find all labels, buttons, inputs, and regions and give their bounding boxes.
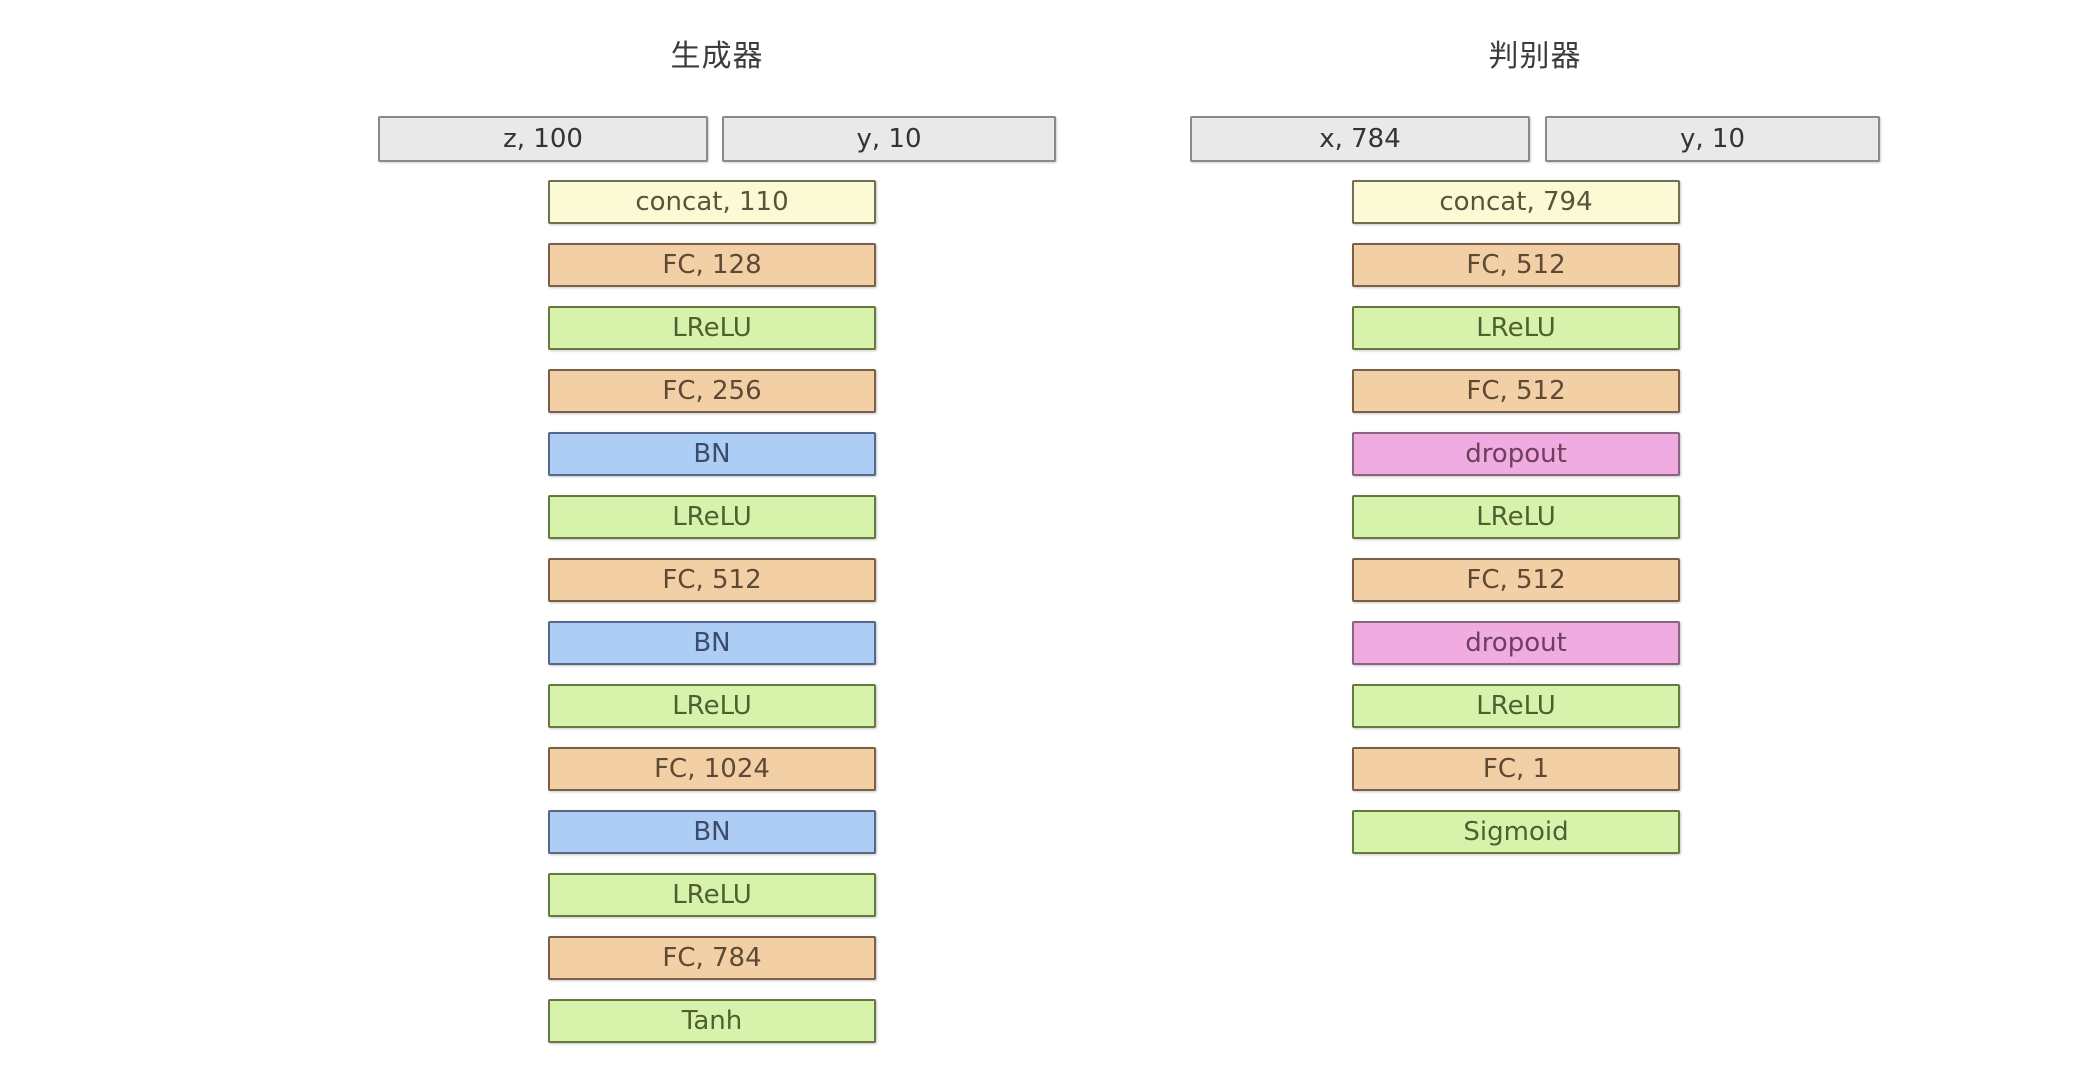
layer-box-act: Tanh [548, 999, 876, 1043]
layer-box-bn: BN [548, 432, 876, 476]
layer-box-bn: BN [548, 621, 876, 665]
generator-input-y: y, 10 [722, 116, 1056, 162]
generator-input-z: z, 100 [378, 116, 708, 162]
layer-box-act: LReLU [548, 873, 876, 917]
layer-box-act: Sigmoid [1352, 810, 1680, 854]
layer-box-act: LReLU [548, 306, 876, 350]
discriminator-title: 判别器 [1488, 39, 1582, 74]
discriminator-input-row: x, 784 y, 10 [1190, 116, 1880, 162]
generator-input-row: z, 100 y, 10 [378, 116, 1056, 162]
generator-title: 生成器 [670, 39, 764, 74]
layer-box-act: LReLU [548, 684, 876, 728]
layer-box-fc: FC, 512 [1352, 369, 1680, 413]
layer-box-dropout: dropout [1352, 621, 1680, 665]
layer-box-concat: concat, 110 [548, 180, 876, 224]
layer-box-concat: concat, 794 [1352, 180, 1680, 224]
layer-box-fc: FC, 512 [1352, 243, 1680, 287]
discriminator-input-y: y, 10 [1545, 116, 1880, 162]
layer-box-dropout: dropout [1352, 432, 1680, 476]
layer-box-fc: FC, 512 [548, 558, 876, 602]
layer-box-fc: FC, 512 [1352, 558, 1680, 602]
layer-box-act: LReLU [1352, 684, 1680, 728]
layer-box-act: LReLU [548, 495, 876, 539]
layer-box-fc: FC, 256 [548, 369, 876, 413]
layer-box-bn: BN [548, 810, 876, 854]
layer-box-fc: FC, 784 [548, 936, 876, 980]
layer-box-act: LReLU [1352, 306, 1680, 350]
layer-box-fc: FC, 128 [548, 243, 876, 287]
layer-box-fc: FC, 1024 [548, 747, 876, 791]
layer-box-act: LReLU [1352, 495, 1680, 539]
layer-box-fc: FC, 1 [1352, 747, 1680, 791]
discriminator-input-x: x, 784 [1190, 116, 1530, 162]
